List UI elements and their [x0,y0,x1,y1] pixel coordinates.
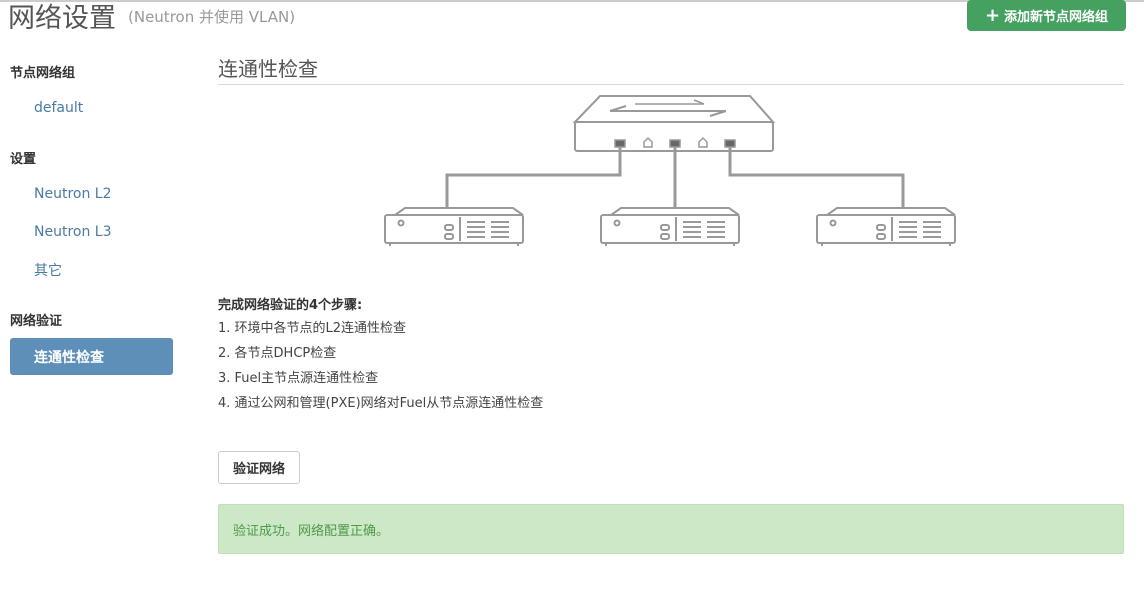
sidebar-item-label: 其它 [34,262,62,279]
sidebar-item-other[interactable]: 其它 [10,251,173,288]
sidebar-heading-settings: 设置 [10,152,37,167]
page-subtitle: (Neutron 并使用 VLAN) [128,8,296,26]
plus-icon: + [984,4,1001,26]
sidebar-heading-network-verification: 网络验证 [10,314,63,329]
steps-title: 完成网络验证的4个步骤: [218,298,363,313]
network-topology-diagram [384,95,956,246]
sidebar-item-default[interactable]: default [10,89,173,126]
server-icon [816,207,956,246]
add-node-network-group-label: 添加新节点网络组 [1004,10,1109,25]
section-title: 连通性检查 [218,57,318,81]
step-item: 4. 通过公网和管理(PXE)网络对Fuel从节点源连通性检查 [218,396,544,411]
sidebar-item-neutron-l3[interactable]: Neutron L3 [10,213,173,250]
sidebar-item-label: default [34,99,84,116]
section-divider [218,84,1124,85]
sidebar-heading-node-network-groups: 节点网络组 [10,66,76,81]
success-alert-text: 验证成功。网络配置正确。 [233,523,390,539]
success-alert: 验证成功。网络配置正确。 [218,504,1124,554]
sidebar-item-neutron-l2[interactable]: Neutron L2 [10,175,173,212]
verify-network-button[interactable]: 验证网络 [218,451,300,484]
sidebar: 节点网络组 default 设置 Neutron L2 Neutron L3 其… [0,0,190,604]
sidebar-item-connectivity-check[interactable]: 连通性检查 [10,338,173,375]
sidebar-item-label: 连通性检查 [34,349,104,366]
switch-icon [572,95,776,152]
verification-steps: 完成网络验证的4个步骤: 1. 环境中各节点的L2连通性检查 2. 各节点DHC… [218,294,543,419]
page-title: 网络设置 [8,3,116,34]
server-icon [600,207,740,246]
top-border [0,0,1144,2]
step-item: 3. Fuel主节点源连通性检查 [218,371,379,386]
server-icon [384,207,524,246]
step-item: 1. 环境中各节点的L2连通性检查 [218,321,407,336]
sidebar-item-label: Neutron L3 [34,223,112,240]
add-node-network-group-button[interactable]: + 添加新节点网络组 [967,0,1126,31]
step-item: 2. 各节点DHCP检查 [218,346,337,361]
network-cables [445,147,905,208]
switch-ports [614,136,736,148]
sidebar-item-label: Neutron L2 [34,185,112,202]
